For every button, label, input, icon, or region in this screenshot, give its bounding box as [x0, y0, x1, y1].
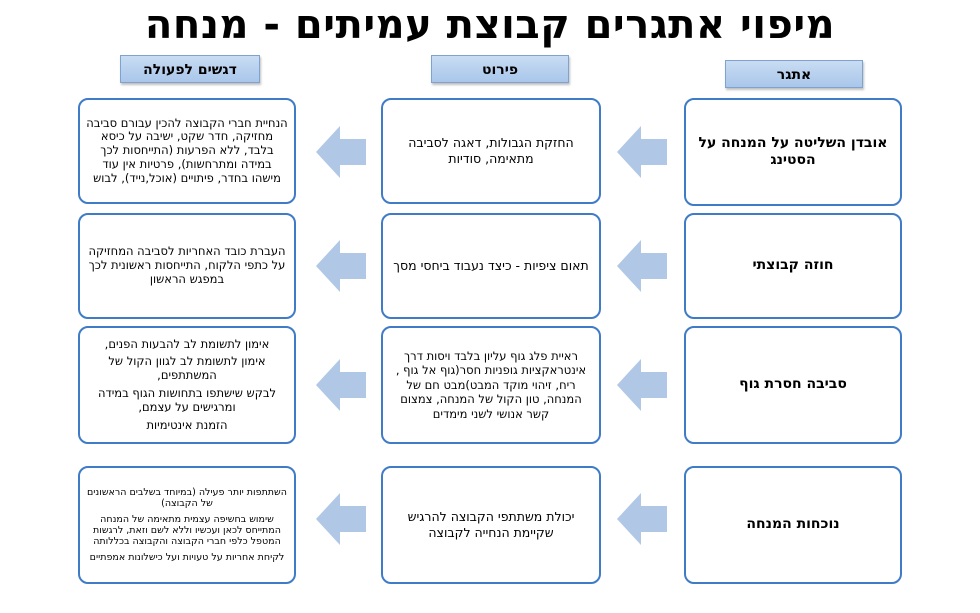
left-arrow-icon — [316, 126, 366, 178]
challenge-text: סביבה חסרת גוף — [739, 376, 847, 393]
emphasis-line: הנחיית חברי הקבוצה להכין עבורם סביבה מחז… — [86, 115, 288, 185]
left-arrow-icon — [316, 359, 366, 411]
emphasis-line: השתתפות יותר פעילה (במיוחד בשלבים הראשונ… — [87, 486, 287, 510]
left-arrow-icon — [316, 240, 366, 292]
emphasis-text: העברת כובד האחריות לסביבה המחזיקה על כתפ… — [80, 244, 294, 286]
emphasis-text: השתתפות יותר פעילה (במיוחד בשלבים הראשונ… — [80, 487, 294, 563]
left-arrow-icon — [617, 359, 667, 411]
left-arrow-icon — [617, 240, 667, 292]
detail-text: החזקת הגבולות, דאגה לסביבה מתאימה, סודיו… — [408, 135, 574, 166]
emphasis-box: השתתפות יותר פעילה (במיוחד בשלבים הראשונ… — [78, 466, 296, 584]
page-title: מיפוי אתגרים קבוצת עמיתים - מנחה — [144, 2, 836, 48]
challenge-text: חוזה קבוצתי — [752, 257, 834, 274]
left-arrow-icon — [617, 126, 667, 178]
detail-box: החזקת הגבולות, דאגה לסביבה מתאימה, סודיו… — [381, 98, 601, 204]
emphasis-line: שימוש בחשיפה עצמית מתאימה של המנחה המתיי… — [93, 513, 281, 548]
emphasis-line: הזמנת אינטימיות — [146, 417, 228, 432]
emphasis-line: לבקש שישתפו בתחושות הגוף במידה ומרגישים … — [97, 386, 277, 414]
challenge-box: סביבה חסרת גוף — [684, 326, 902, 444]
left-arrow-icon — [617, 493, 667, 545]
left-arrow-icon — [316, 493, 366, 545]
emphasis-box: אימון לתשומת לב להבעות הפנים, אימון לתשו… — [78, 326, 296, 444]
emphasis-line: לקיחת אחריות על טעויות ועל כישלונות אמפת… — [89, 551, 285, 563]
detail-box: יכולת משתתפי הקבוצה להרגיש שקיימת הנחייה… — [381, 466, 601, 584]
challenge-box: אובדן השליטה על המנחה על הסטינג — [684, 98, 902, 206]
detail-text: ראיית פלג גוף עליון בלבד ויסות דרך אינטר… — [395, 349, 587, 421]
detail-box: תאום ציפיות - כיצד נעבוד ביחסי מסך — [381, 213, 601, 319]
emphasis-box: הנחיית חברי הקבוצה להכין עבורם סביבה מחז… — [78, 98, 296, 204]
detail-text: תאום ציפיות - כיצד נעבוד ביחסי מסך — [393, 258, 589, 274]
header-detail: פירוט — [431, 55, 569, 83]
challenge-text: נוכחות המנחה — [746, 516, 840, 533]
header-challenge: אתגר — [725, 60, 863, 88]
emphasis-box: העברת כובד האחריות לסביבה המחזיקה על כתפ… — [78, 213, 296, 319]
challenge-text: אובדן השליטה על המנחה על הסטינג — [698, 134, 888, 169]
emphasis-text: אימון לתשומת לב להבעות הפנים, אימון לתשו… — [80, 336, 294, 433]
detail-box: ראיית פלג גוף עליון בלבד ויסות דרך אינטר… — [381, 326, 601, 444]
header-emphasis: דגשים לפעולה — [120, 55, 260, 83]
emphasis-line: אימון לתשומת לב לגוון הקול של המשתתפים, — [108, 354, 266, 383]
emphasis-line: אימון לתשומת לב להבעות הפנים, — [104, 336, 270, 351]
detail-text: יכולת משתתפי הקבוצה להרגיש שקיימת הנחייה… — [407, 509, 575, 540]
emphasis-text: הנחיית חברי הקבוצה להכין עבורם סביבה מחז… — [80, 115, 294, 186]
challenge-box: חוזה קבוצתי — [684, 213, 902, 319]
emphasis-line: העברת כובד האחריות לסביבה המחזיקה על כתפ… — [88, 244, 286, 286]
challenge-box: נוכחות המנחה — [684, 466, 902, 584]
